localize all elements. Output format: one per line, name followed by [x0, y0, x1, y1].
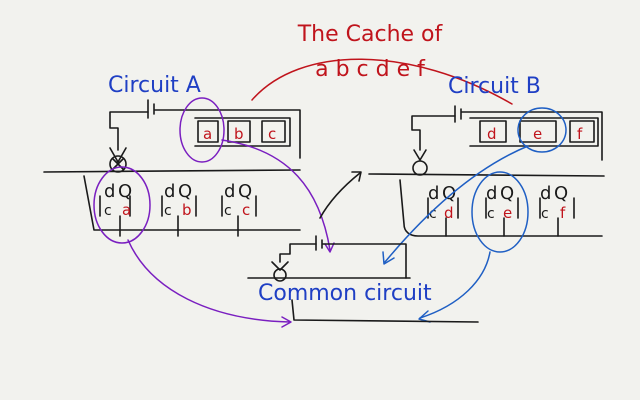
circuit-b-lamp — [412, 160, 428, 176]
circuit-b-flipflop-2: d Q c e — [485, 183, 519, 237]
circuit-a-cache-cells — [197, 120, 286, 143]
common-circuit-label: Common circuit — [258, 281, 432, 306]
circuit-a-wire-left — [109, 111, 149, 151]
circuit-a-wire-top — [147, 99, 301, 159]
circuit-b-flipflop-1: d Q c d — [427, 183, 459, 237]
arrow-b-cache-head — [382, 251, 395, 265]
ff-a1-letter: a — [122, 201, 131, 219]
ff-a1-q: Q — [118, 181, 132, 202]
circuit-b-cache-e-circle — [517, 107, 567, 153]
common-rail-bottom — [291, 299, 479, 323]
circuit-a: a b c d Q c a d Q c b d Q c c — [43, 97, 301, 244]
ff-b3-c: c — [541, 206, 549, 222]
ff-a3-frame — [221, 195, 257, 237]
arrow-a-cache-head — [324, 242, 335, 253]
circuit-a-cache-b: b — [234, 125, 244, 143]
ff-b1-letter: d — [444, 204, 454, 222]
arrow-a-ff-head — [281, 316, 292, 328]
circuit-a-flipflop-3: d Q c c — [221, 181, 257, 237]
circuit-b-cache-frame — [469, 117, 599, 147]
arrow-a-cache-to-common — [221, 139, 331, 251]
ff-a1-c: c — [104, 203, 112, 219]
ff-b3-q: Q — [554, 183, 568, 204]
circuit-b: d e f d Q c d d Q c e d Q c f — [368, 105, 605, 253]
ff-a2-d: d — [164, 181, 175, 202]
circuit-b-cache-e: e — [533, 125, 542, 143]
ff-a2-q: Q — [178, 181, 192, 202]
ff-a1-d: d — [104, 181, 115, 202]
title-to-caches-arc — [251, 58, 513, 105]
arrow-a-to-b — [319, 172, 361, 219]
title-line-1: The Cache of — [297, 22, 444, 47]
ff-a3-q: Q — [238, 181, 252, 202]
circuit-b-cache-cells — [479, 120, 595, 143]
ff-b3-frame — [539, 197, 575, 237]
circuit-b-ff-e-circle — [471, 171, 529, 253]
ff-b3-d: d — [540, 183, 551, 204]
circuit-a-cache-a-circle — [179, 97, 225, 163]
ff-b2-letter: e — [503, 204, 512, 222]
circuit-a-ff-a-circle — [93, 166, 151, 244]
common-lamp — [273, 268, 287, 282]
ff-a2-letter: b — [182, 201, 192, 219]
common-circuit — [247, 235, 479, 323]
ff-a2-c: c — [164, 203, 172, 219]
ff-a1-frame — [99, 195, 131, 237]
circuit-a-cache-frame — [194, 117, 291, 147]
ff-a3-c: c — [224, 203, 232, 219]
circuit-b-wire-left — [411, 115, 456, 151]
ff-b2-c: c — [487, 206, 495, 222]
arrow-a-ff-to-common — [127, 239, 291, 323]
circuit-a-rail — [43, 169, 301, 173]
arrow-b-cache-to-common — [384, 145, 529, 263]
circuit-b-flipflop-3: d Q c f — [539, 183, 575, 237]
circuit-b-ff-tray — [399, 179, 603, 237]
circuit-b-cache-f: f — [577, 125, 583, 143]
ff-a3-d: d — [224, 181, 235, 202]
circuit-a-ff-tray — [83, 175, 301, 231]
common-wire-left — [279, 243, 317, 263]
ff-b1-c: c — [429, 206, 437, 222]
ff-a2-frame — [161, 195, 197, 237]
arrow-b-ff-to-common — [419, 251, 491, 319]
circuit-a-label: Circuit A — [108, 73, 201, 98]
circuit-b-rail — [368, 173, 605, 177]
ff-a3-letter: c — [242, 201, 250, 219]
ff-b2-d: d — [486, 183, 497, 204]
circuit-a-flipflop-1: d Q c a — [99, 181, 132, 237]
ff-b2-q: Q — [500, 183, 514, 204]
circuit-a-switch — [109, 147, 127, 163]
common-wire-top — [315, 235, 407, 279]
ff-b2-frame — [485, 197, 519, 237]
common-switch — [271, 261, 289, 271]
circuit-b-cache-d: d — [487, 125, 497, 143]
ff-b3-letter: f — [560, 204, 566, 222]
circuit-a-flipflop-2: d Q c b — [161, 181, 197, 237]
ff-b1-d: d — [428, 183, 439, 204]
arrow-a-to-b-head — [351, 171, 362, 182]
circuit-b-switch — [413, 149, 427, 161]
circuit-b-label: Circuit B — [448, 74, 541, 99]
circuit-a-cache-c: c — [268, 125, 276, 143]
circuit-a-cache-a: a — [203, 125, 212, 143]
circuit-b-wire-top — [454, 105, 603, 161]
